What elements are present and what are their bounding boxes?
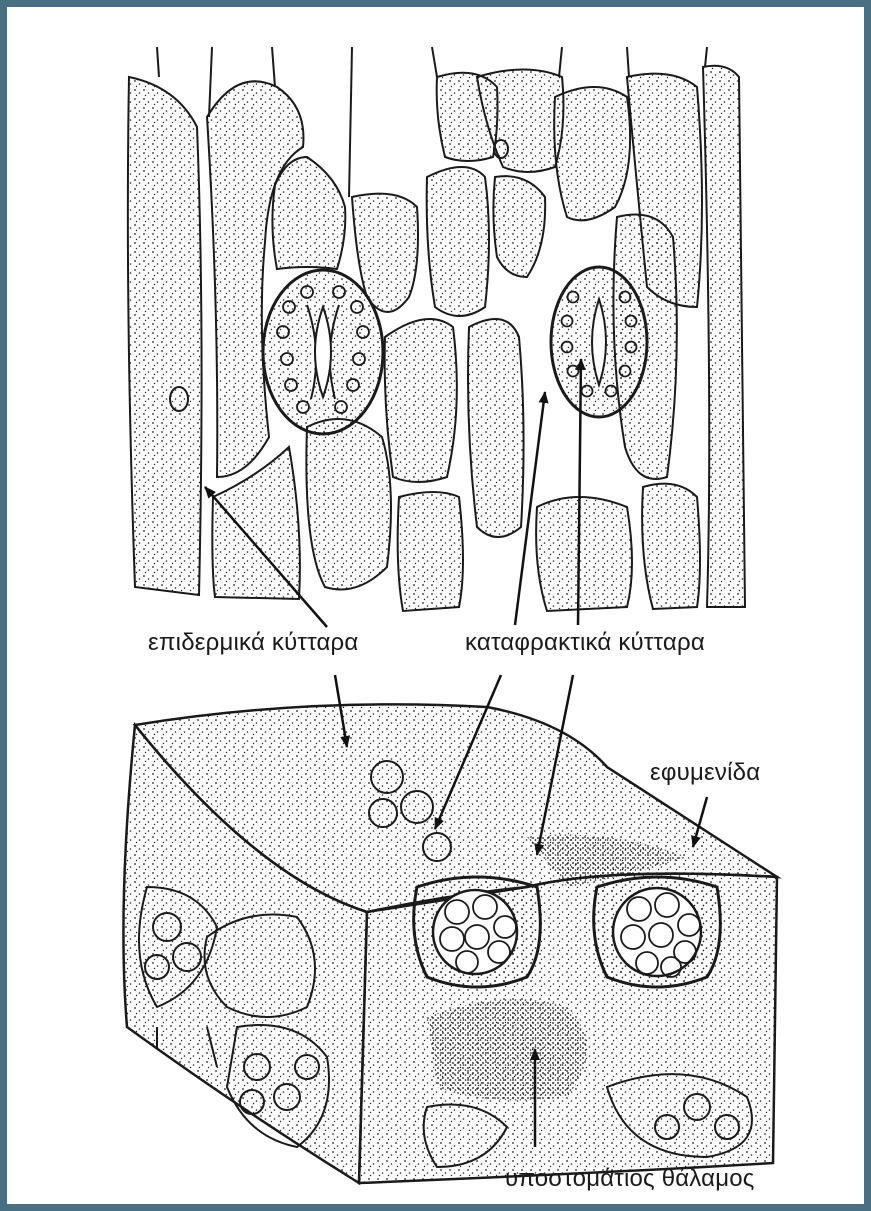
label-cuticle: εφυμενίδα <box>650 759 760 787</box>
epidermal-cell <box>642 484 700 609</box>
epidermal-cell <box>272 157 345 269</box>
guard-cell-section-left <box>414 877 541 987</box>
label-epidermal-cells: επιδερμικά κύτταρα <box>148 629 358 657</box>
epidermal-cell <box>703 66 745 607</box>
stoma-right <box>551 267 647 417</box>
epidermal-cell <box>493 176 545 277</box>
label-substomatal-chamber: υποστομάτιος θάλαμος <box>505 1165 755 1193</box>
stoma-left <box>263 270 383 434</box>
epidermal-cell <box>536 497 632 611</box>
epidermal-cell <box>128 77 202 595</box>
epidermal-cell <box>385 319 457 482</box>
substomatal-region <box>427 999 587 1100</box>
epidermis-surface-view <box>128 47 745 611</box>
epidermal-cell <box>306 419 391 590</box>
guard-cell-section-right <box>594 877 721 987</box>
epidermal-cell <box>398 492 463 611</box>
leaf-epidermis-illustration <box>7 7 864 1204</box>
label-guard-cells: καταφρακτικά κύτταρα <box>465 629 705 657</box>
epidermal-cell <box>554 87 630 220</box>
epidermal-cell <box>427 167 489 316</box>
epidermal-cell <box>468 319 524 537</box>
